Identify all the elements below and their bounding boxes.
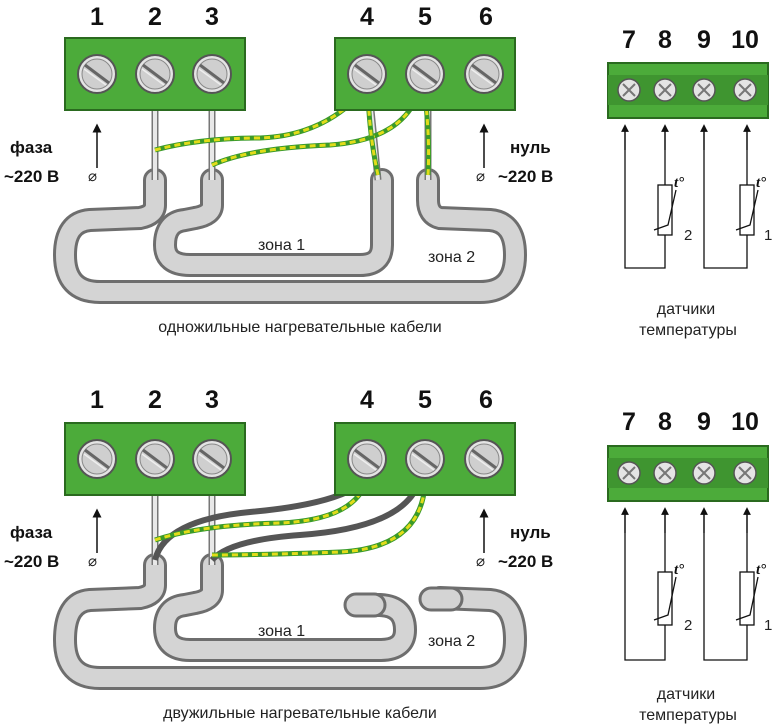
bottom-screw-5	[404, 438, 446, 480]
bottom-screw-6	[463, 438, 505, 480]
bottom-zone-1-label: зона 1	[258, 623, 305, 640]
top-diagram: 1 2 3 4 5 6 фаза ~220 В ⌀ нуль ~220 В ⌀ …	[4, 3, 772, 339]
bottom-sensor-screw-8	[653, 461, 677, 485]
bottom-caption: двужильные нагревательные кабели	[163, 705, 437, 722]
top-terminal-num-2: 2	[148, 3, 162, 31]
bottom-terminal-num-7: 7	[622, 408, 636, 436]
top-sensor-screw-9	[692, 78, 716, 102]
top-phase-symbol-icon: ⌀	[88, 168, 97, 185]
bottom-terminal-num-6: 6	[479, 386, 493, 414]
top-terminal-num-9: 9	[697, 26, 711, 54]
bottom-phase-symbol-icon: ⌀	[88, 553, 97, 570]
top-heating-cables	[52, 168, 528, 304]
bottom-sensor-screw-7	[617, 461, 641, 485]
top-sensor-screw-10	[733, 78, 757, 102]
top-sensor-1-symbol: t°	[756, 175, 766, 191]
bottom-thermistor-2-icon	[653, 571, 677, 626]
bottom-sensors-caption-line2: температуры	[639, 707, 737, 724]
bottom-sensor-wires	[624, 511, 748, 661]
top-sensor-2-symbol: t°	[674, 175, 684, 191]
bottom-neutral-label: нуль	[510, 523, 551, 542]
top-phase-label: фаза	[10, 138, 53, 157]
bottom-terminal-num-1: 1	[90, 386, 104, 414]
top-sensors-caption-line2: температуры	[639, 322, 737, 339]
bottom-terminal-num-8: 8	[658, 408, 672, 436]
bottom-diagram: 1 2 3 4 5 6 фаза ~220 В ⌀ нуль ~220 В ⌀ …	[4, 386, 772, 724]
bottom-zone-2-label: зона 2	[428, 633, 475, 650]
top-screw-6	[463, 53, 505, 95]
bottom-terminal-num-9: 9	[697, 408, 711, 436]
top-terminal-num-5: 5	[418, 3, 432, 31]
bottom-terminal-num-4: 4	[360, 386, 374, 414]
bottom-terminal-num-5: 5	[418, 386, 432, 414]
top-thermistor-2-icon	[653, 184, 677, 236]
bottom-screw-2	[134, 438, 176, 480]
top-terminal-num-10: 10	[731, 26, 759, 54]
top-neutral-voltage: ~220 В	[498, 167, 553, 186]
bottom-terminal-num-3: 3	[205, 386, 219, 414]
bottom-sensor-1-symbol: t°	[756, 562, 766, 578]
bottom-sensor-1-number: 1	[764, 617, 772, 634]
top-terminal-num-7: 7	[622, 26, 636, 54]
top-zone-2-label: зона 2	[428, 249, 475, 266]
top-phase-voltage: ~220 В	[4, 167, 59, 186]
bottom-phase-voltage: ~220 В	[4, 552, 59, 571]
bottom-thermistor-1-icon	[735, 571, 759, 626]
top-caption: одножильные нагревательные кабели	[158, 319, 441, 336]
top-thermistor-1-icon	[735, 184, 759, 236]
bottom-screw-3	[191, 438, 233, 480]
bottom-heating-cables	[52, 553, 528, 690]
bottom-screw-1	[76, 438, 118, 480]
bottom-sensor-screw-9	[692, 461, 716, 485]
top-screw-5	[404, 53, 446, 95]
top-terminal-num-4: 4	[360, 3, 374, 31]
bottom-phase-label: фаза	[10, 523, 53, 542]
bottom-neutral-voltage: ~220 В	[498, 552, 553, 571]
top-terminal-num-6: 6	[479, 3, 493, 31]
top-sensor-screw-7	[617, 78, 641, 102]
top-sensor-screw-8	[653, 78, 677, 102]
top-terminal-num-1: 1	[90, 3, 104, 31]
top-zone-1-label: зона 1	[258, 237, 305, 254]
top-terminal-num-3: 3	[205, 3, 219, 31]
top-sensor-1-number: 1	[764, 227, 772, 244]
bottom-cable-end-cap-1	[343, 592, 387, 618]
top-terminal-num-8: 8	[658, 26, 672, 54]
top-sensor-wires	[624, 128, 748, 269]
bottom-neutral-symbol-icon: ⌀	[476, 553, 485, 570]
top-neutral-label: нуль	[510, 138, 551, 157]
top-screw-2	[134, 53, 176, 95]
bottom-sensor-2-number: 2	[684, 617, 692, 634]
top-screw-4	[346, 53, 388, 95]
bottom-terminal-num-10: 10	[731, 408, 759, 436]
bottom-sensor-screw-10	[733, 461, 757, 485]
bottom-sensor-2-symbol: t°	[674, 562, 684, 578]
top-screw-1	[76, 53, 118, 95]
bottom-wires	[151, 482, 428, 565]
bottom-screw-4	[346, 438, 388, 480]
bottom-sensors-caption-line1: датчики	[657, 686, 715, 703]
bottom-cable-end-cap-2	[418, 586, 464, 612]
top-neutral-symbol-icon: ⌀	[476, 168, 485, 185]
top-screw-3	[191, 53, 233, 95]
bottom-terminal-num-2: 2	[148, 386, 162, 414]
top-sensor-2-number: 2	[684, 227, 692, 244]
top-sensors-caption-line1: датчики	[657, 301, 715, 318]
